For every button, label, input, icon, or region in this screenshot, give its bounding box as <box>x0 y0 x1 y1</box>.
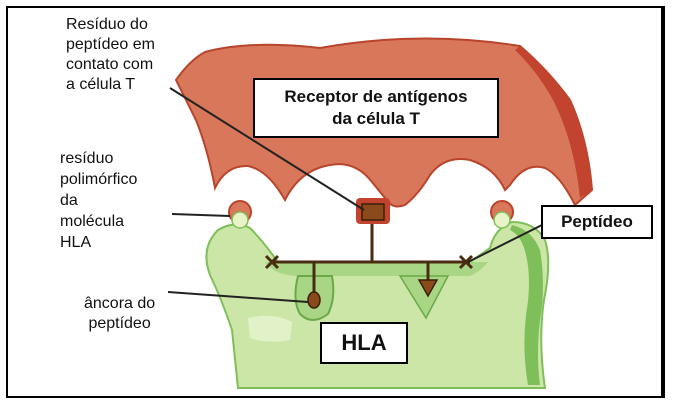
hla-right-highlight <box>510 225 543 385</box>
label-line: peptídeo em <box>66 36 155 53</box>
peptide-groove <box>265 262 488 276</box>
pointer-anchor <box>167 291 309 303</box>
label-line: da <box>60 192 78 209</box>
peptide-label-box: Peptídeo <box>541 205 653 239</box>
label-line: Resíduo do <box>66 16 148 33</box>
notch-residue <box>417 279 439 298</box>
contact-residue <box>361 203 385 221</box>
label-line: molécula <box>60 213 125 230</box>
t-cell-receptor-edge <box>515 46 592 198</box>
label-anchor: âncora do peptídeo <box>84 294 155 334</box>
label-line: polimórfico <box>60 171 138 188</box>
hla-label-box: HLA <box>320 322 408 364</box>
polymorphic-residue-right-core <box>493 211 511 229</box>
pointer-polymorphic <box>171 213 231 217</box>
label-contact-residue: Resíduo do peptídeo em contato com a cél… <box>66 15 155 95</box>
label-polymorphic-residue: resíduo polimórfico da molécula HLA <box>60 148 137 253</box>
label-line: da célula T <box>332 109 420 128</box>
hla-light-patch <box>248 315 292 342</box>
pointer-peptide <box>467 221 549 263</box>
peptide-end-right <box>458 254 474 270</box>
polymorphic-residue-left-core <box>231 211 249 229</box>
groove-v-notch <box>398 275 450 320</box>
label-line: HLA <box>60 234 92 251</box>
anchor-residue <box>307 291 321 309</box>
diagram-frame <box>6 6 665 398</box>
pointer-contact-residue <box>169 87 365 211</box>
label-line: âncora do <box>84 295 156 312</box>
label-line: a célula T <box>66 76 136 93</box>
peptide-end-left <box>264 254 280 270</box>
label-line: resíduo <box>60 150 114 167</box>
label-line: Receptor de antígenos <box>284 87 468 106</box>
label-line: contato com <box>66 56 154 73</box>
tcr-label-box: Receptor de antígenos da célula T <box>253 78 499 138</box>
label-line: peptídeo <box>88 315 151 332</box>
